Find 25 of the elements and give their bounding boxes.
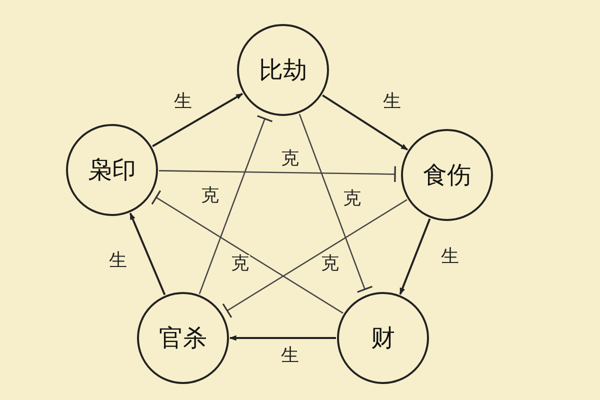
edge-label: 生 bbox=[440, 248, 460, 266]
edge-label: 生 bbox=[108, 252, 128, 270]
edge-label: 克 bbox=[320, 255, 340, 273]
arrow bbox=[399, 218, 431, 295]
control-line bbox=[158, 165, 396, 184]
control-line bbox=[298, 114, 374, 293]
control-line bbox=[198, 115, 274, 294]
arrow bbox=[322, 94, 408, 150]
node-label: 比劫 bbox=[259, 58, 307, 82]
node-label: 财 bbox=[371, 326, 395, 350]
arrow bbox=[229, 335, 336, 341]
control-line bbox=[151, 190, 344, 314]
edge-label: 生 bbox=[173, 93, 193, 111]
arrow bbox=[129, 212, 166, 296]
arrow bbox=[152, 92, 244, 148]
edge-label: 克 bbox=[200, 187, 220, 205]
edge-label: 克 bbox=[230, 255, 250, 273]
edge-label: 生 bbox=[382, 93, 402, 111]
node-label: 食伤 bbox=[423, 163, 471, 187]
edge-label: 克 bbox=[280, 150, 300, 168]
control-line bbox=[222, 199, 408, 318]
node-label: 枭印 bbox=[88, 158, 136, 182]
edge-label: 克 bbox=[342, 190, 362, 208]
node-label: 官杀 bbox=[159, 326, 207, 350]
edge-label: 生 bbox=[280, 347, 300, 365]
